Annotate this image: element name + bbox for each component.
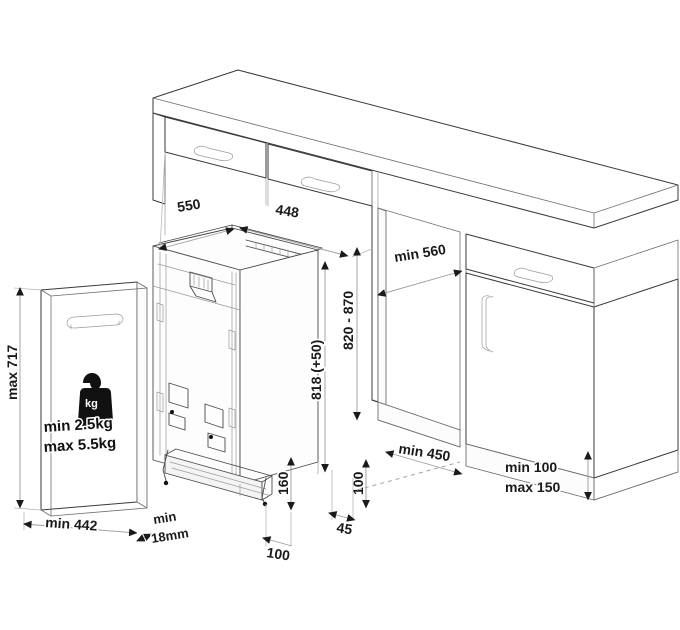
dimension-100-front-label: 100 xyxy=(266,544,292,563)
dimension-min442-label: min 442 xyxy=(45,514,98,534)
dimension-45: 45 xyxy=(328,470,356,539)
dimension-min442: min 442 xyxy=(23,512,138,537)
dimension-plinth-depth: min 100 max 150 xyxy=(503,451,592,501)
door-handle-vertical xyxy=(481,295,494,353)
dimension-100-side: 100 xyxy=(348,459,370,509)
left-cabinet-run xyxy=(152,112,379,403)
dishwasher-appliance xyxy=(152,224,323,507)
mount-slot xyxy=(156,391,164,413)
access-panel xyxy=(207,432,226,453)
guide-line-dashed xyxy=(356,461,461,491)
right-cabinet xyxy=(465,233,679,501)
dimension-min560: min 560 xyxy=(377,239,463,297)
weight-icon-label: kg xyxy=(85,398,98,410)
dimension-45-label: 45 xyxy=(336,519,354,537)
access-panel xyxy=(168,412,186,431)
dimension-min450: min 450 xyxy=(385,439,463,476)
component-block xyxy=(189,271,217,303)
dimension-448-label: 448 xyxy=(275,201,301,220)
dimension-820-870-label: 820 - 870 xyxy=(340,291,356,350)
dimension-820-870: 820 - 870 xyxy=(338,247,373,421)
cabinet-door-right xyxy=(465,272,595,479)
dimension-min18mm: min 18mm xyxy=(136,507,191,548)
dimension-100-front: 100 xyxy=(262,504,293,565)
mount-slot xyxy=(156,302,164,323)
dimension-max717-label: max 717 xyxy=(4,345,20,400)
dimension-550: 550 xyxy=(158,151,235,251)
appliance-front-face xyxy=(239,249,319,485)
dimension-18mm-label: 18mm xyxy=(150,525,189,546)
mount-slot xyxy=(228,407,236,429)
appliance-plinth xyxy=(162,448,273,507)
dimension-100-side-label: 100 xyxy=(350,471,366,495)
furniture-door-panel: kg min 2.5kg max 5.5kg xyxy=(40,281,148,517)
fixing-point xyxy=(209,435,213,439)
dimension-448: 448 xyxy=(239,200,349,258)
mount-slot xyxy=(228,329,236,351)
dimension-max150-label: max 150 xyxy=(505,479,560,495)
dimension-160: 160 xyxy=(273,457,295,511)
dimension-min560-label: min 560 xyxy=(393,241,447,265)
dimension-min18-word: min xyxy=(152,509,177,527)
door-panel-edge xyxy=(136,281,148,509)
fixing-point xyxy=(170,410,174,414)
dimension-818-label: 818 (+50) xyxy=(308,340,324,400)
drawer-handle xyxy=(193,145,234,162)
dimension-550-label: 550 xyxy=(176,195,202,214)
drawer-handle xyxy=(300,176,341,193)
access-panel xyxy=(168,382,189,409)
dimension-min100-label: min 100 xyxy=(505,459,557,475)
door-panel-handle xyxy=(66,313,124,330)
dimension-max717: max 717 xyxy=(2,287,42,511)
dimension-818: 818 (+50) xyxy=(306,261,329,473)
drawer-handle xyxy=(513,267,554,284)
dimension-160-label: 160 xyxy=(275,471,291,495)
dimension-min450-text: min 450 xyxy=(398,440,452,464)
weight-kg-icon: kg xyxy=(78,373,113,426)
access-panel xyxy=(204,403,224,429)
